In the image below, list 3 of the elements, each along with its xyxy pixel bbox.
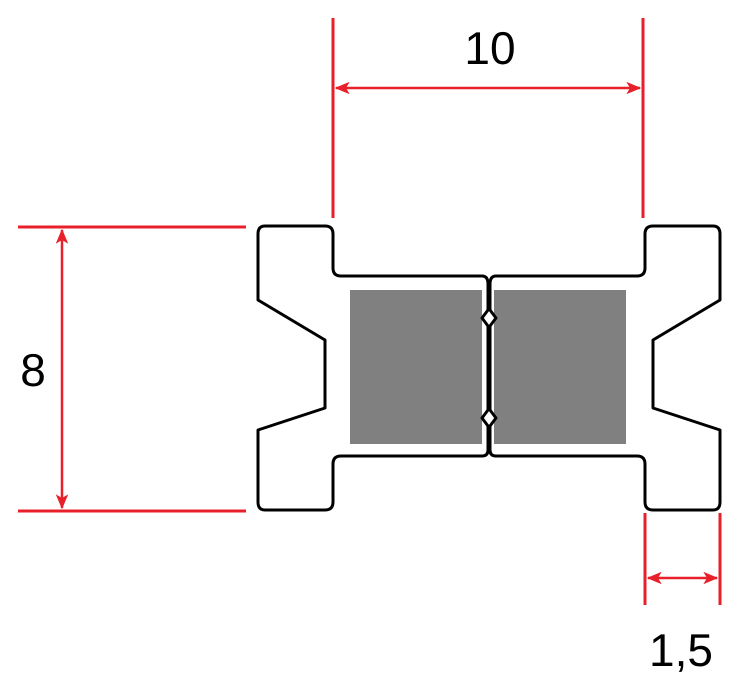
dimension-value: 10 xyxy=(464,25,516,71)
dimension-value: 8 xyxy=(20,347,46,393)
dimension-value: 1,5 xyxy=(649,627,713,673)
